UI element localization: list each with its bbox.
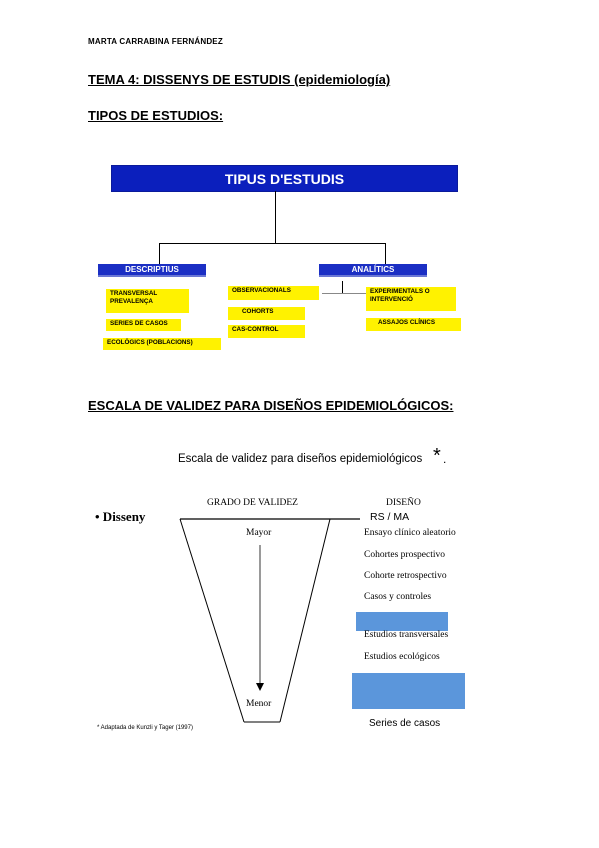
validity-funnel bbox=[179, 518, 360, 723]
tema-heading: TEMA 4: DISSENYS DE ESTUDIS (epidemiolog… bbox=[88, 72, 391, 87]
highlight-box-lower bbox=[352, 673, 465, 709]
descriptius-label: DESCRIPTIUS bbox=[98, 264, 206, 277]
descriptius-item-ecologics: ECOLÒGICS (POBLACIONS) bbox=[103, 338, 221, 350]
observacionals-item-cohorts: COHORTS bbox=[228, 307, 305, 320]
scale-title-asterisk: * bbox=[433, 445, 441, 467]
design-rs-ma: RS / MA bbox=[370, 511, 410, 523]
connector-horizontal bbox=[159, 243, 386, 244]
design-ecologicos: Estudios ecológicos bbox=[364, 652, 440, 662]
connector-vertical bbox=[275, 191, 276, 244]
design-series-casos: Series de casos bbox=[369, 718, 441, 729]
scale-title-period: . bbox=[443, 452, 447, 466]
design-cohortes-prospectivo: Cohortes prospectivo bbox=[364, 550, 446, 560]
bullet-disseny: • Disseny bbox=[95, 509, 146, 524]
menor-label: Menor bbox=[246, 699, 272, 709]
analitics-label: ANALÍTICS bbox=[319, 264, 427, 277]
tipos-heading: TIPOS DE ESTUDIOS: bbox=[88, 108, 224, 123]
design-ensayo: Ensayo clínico aleatorio bbox=[364, 528, 456, 538]
observacionals-label: OBSERVACIONALS bbox=[228, 286, 319, 300]
connector-right-drop bbox=[385, 243, 386, 264]
connector-left-drop bbox=[159, 243, 160, 264]
design-transversales: Estudios transversales bbox=[364, 630, 449, 640]
observacionals-item-cascontrol: CAS-CONTROL bbox=[228, 325, 305, 338]
design-casos-controles: Casos y controles bbox=[364, 592, 432, 602]
scale-figure-title: Escala de validez para diseños epidemiol… bbox=[178, 453, 423, 465]
connector-analitics-branch bbox=[322, 293, 367, 294]
author-name: MARTA CARRABINA FERNÁNDEZ bbox=[88, 37, 223, 46]
descriptius-item-transversal: TRANSVERSAL PREVALENÇA bbox=[106, 289, 189, 313]
descriptius-item-series: SERIES DE CASOS bbox=[106, 319, 181, 331]
footnote: * Adaptada de Kunzli y Tager (1997) bbox=[97, 725, 193, 731]
experimentals-item-assajos: ASSAJOS CLÍNICS bbox=[366, 318, 461, 331]
design-cohorte-retrospectivo: Cohorte retrospectivo bbox=[364, 571, 447, 581]
connector-analitics-split bbox=[342, 281, 343, 293]
grado-de-validez-label: GRADO DE VALIDEZ bbox=[207, 498, 298, 508]
experimentals-label: EXPERIMENTALS O INTERVENCIÓ bbox=[366, 287, 456, 311]
highlight-box-upper bbox=[356, 612, 448, 631]
diagram-title: TIPUS D'ESTUDIS bbox=[111, 165, 458, 192]
mayor-label: Mayor bbox=[246, 528, 272, 538]
escala-heading: ESCALA DE VALIDEZ PARA DISEÑOS EPIDEMIOL… bbox=[88, 398, 454, 413]
diseno-label: DISEÑO bbox=[386, 498, 421, 508]
